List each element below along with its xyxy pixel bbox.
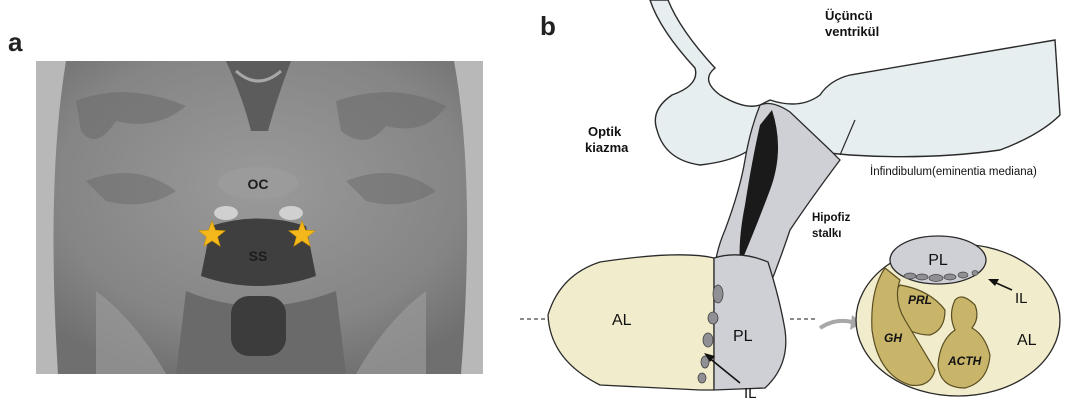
label-al-right: AL	[1017, 332, 1037, 349]
label-optic-chiasm-line1: Optik	[588, 124, 622, 139]
label-il-left: IL	[744, 385, 757, 402]
label-infundibulum: İnfindibulum(eminentia mediana)	[870, 165, 1037, 178]
label-third-ventricle-line2: ventrikül	[825, 24, 879, 39]
label-gh: GH	[884, 331, 902, 345]
label-stalk-line2: stalkı	[812, 228, 841, 240]
mri-coronal-image: OC SS	[36, 61, 483, 374]
label-prl: PRL	[908, 293, 932, 307]
mri-label-ss: SS	[249, 248, 268, 264]
label-pl-right: PL	[928, 252, 948, 269]
mri-label-oc: OC	[248, 176, 269, 192]
label-optic-chiasm-line2: kiazma	[585, 140, 629, 155]
label-stalk-line1: Hipofiz	[812, 212, 851, 224]
panel-a-letter: a	[8, 27, 22, 58]
pituitary-schematic: Üçüncü ventrikül Optik kiazma İnfindibul…	[500, 0, 1076, 403]
label-third-ventricle-line1: Üçüncü	[825, 8, 873, 23]
label-al-left: AL	[612, 312, 632, 329]
label-il-right: IL	[1015, 290, 1028, 307]
label-acth: ACTH	[947, 354, 982, 368]
transition-arrow	[820, 321, 852, 328]
label-pl-left: PL	[733, 328, 753, 345]
